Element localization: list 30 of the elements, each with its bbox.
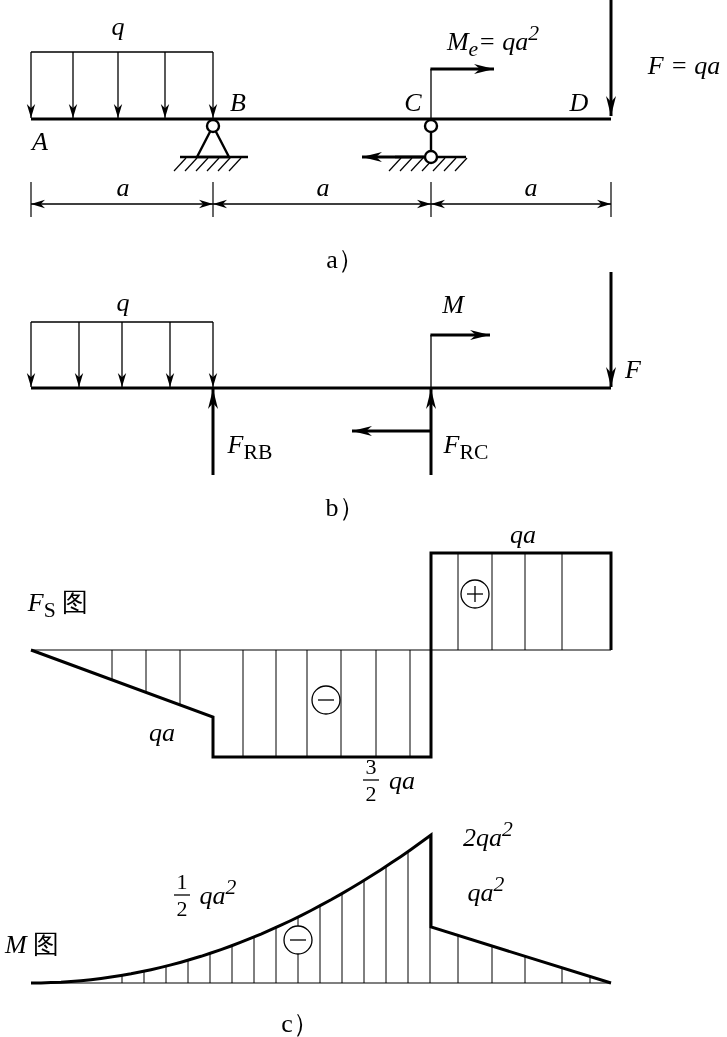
load-label: q <box>116 290 130 316</box>
force-label: F = qa <box>647 53 721 79</box>
point-label: D <box>569 90 589 116</box>
fraction-numerator: 1 <box>176 871 188 893</box>
point-label: B <box>230 90 246 116</box>
force-label: F$_{RB}$ <box>227 432 273 464</box>
diagram-label: M 图 <box>4 932 60 958</box>
value-label: qa$^{2}$ <box>467 874 505 906</box>
panel-label: b） <box>325 495 365 521</box>
dimension-label: a <box>524 175 538 201</box>
moment-label: M$_{e}$= qa$^{2}$ <box>446 23 540 61</box>
fraction-denominator: 2 <box>176 898 188 920</box>
diagram-label: F$_{S}$ 图 <box>27 590 89 622</box>
dimension-label: a <box>316 175 330 201</box>
point-label: A <box>32 129 48 155</box>
value-label: qa <box>510 522 536 548</box>
moment-label: M <box>442 292 464 318</box>
fraction-denominator: 2 <box>365 783 377 805</box>
panel-label: c） <box>281 1011 319 1037</box>
value-label: qa <box>389 768 415 794</box>
panel-label: a） <box>326 247 364 273</box>
point-label: C <box>404 90 422 116</box>
dimension-label: a <box>116 175 130 201</box>
force-label: F$_{RC}$ <box>443 432 489 464</box>
value-label: 2qa$^{2}$ <box>463 819 513 851</box>
load-label: q <box>111 14 125 40</box>
value-label: qa$^{2}$ <box>199 877 237 909</box>
value-label: qa <box>149 720 175 746</box>
force-label: F <box>625 357 641 383</box>
fraction-numerator: 3 <box>365 756 377 778</box>
